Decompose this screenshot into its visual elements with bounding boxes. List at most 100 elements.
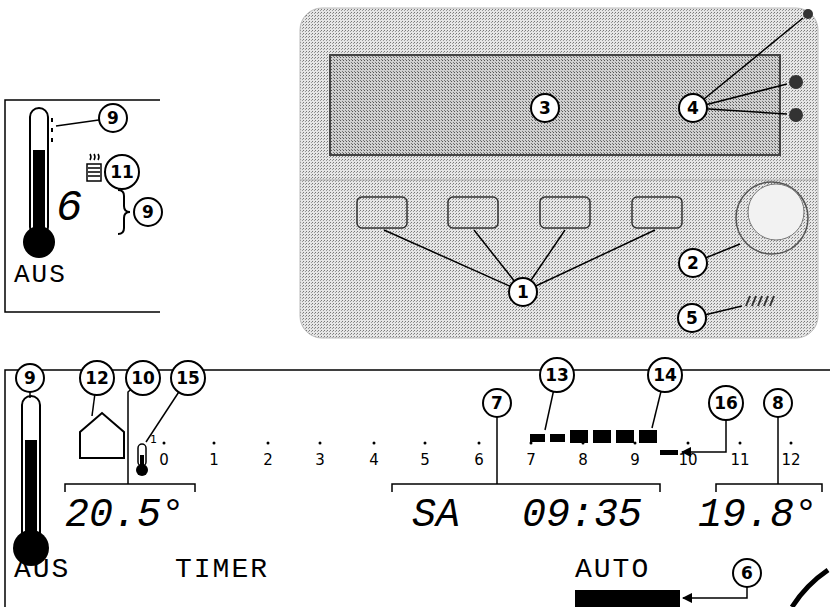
drawing-path <box>90 154 99 160</box>
drawing-rect <box>530 434 545 442</box>
lcd-word: AUTO <box>575 556 650 584</box>
drawing-g <box>357 197 682 228</box>
drawing-g <box>746 296 774 306</box>
drawing-rect <box>540 197 590 228</box>
callout-number: 12 <box>85 370 109 387</box>
callout-circle: 9 <box>133 197 163 227</box>
callout-circle: 13 <box>539 357 575 393</box>
drawing-rect <box>593 430 611 443</box>
drawing-circle <box>748 184 804 240</box>
drawing-rect <box>138 444 146 466</box>
callout-number: 10 <box>131 370 155 387</box>
drawing-path <box>51 118 53 142</box>
drawing-path <box>300 180 818 181</box>
callout-number: 7 <box>491 395 503 412</box>
drawing-rect <box>300 8 818 338</box>
callout-circle: 16 <box>708 385 744 421</box>
callout-number: 2 <box>687 255 699 272</box>
callout-circle: 1 <box>508 277 538 307</box>
drawing-path <box>693 18 803 114</box>
callout-circle: 8 <box>763 388 793 418</box>
thermometer-icon <box>13 396 49 566</box>
hour-scale: 0 <box>159 453 169 468</box>
callout-circle: 11 <box>104 154 140 190</box>
drawing-rect <box>87 164 101 181</box>
hour-dots <box>163 442 793 445</box>
hour-scale: 10 <box>678 453 697 468</box>
hour-scale: 7 <box>526 453 536 468</box>
drawing-circle <box>789 108 803 122</box>
tick-dot <box>739 442 742 445</box>
hour-scale: 6 <box>474 453 484 468</box>
timer-bars <box>530 430 678 455</box>
tick-dot <box>424 442 427 445</box>
drawing-rect <box>616 430 634 443</box>
hour-scale: 2 <box>263 453 273 468</box>
drawing-path <box>746 296 774 306</box>
tick-dot <box>213 442 216 445</box>
callout-circle: 3 <box>530 93 560 123</box>
drawing-circle <box>789 75 803 89</box>
callout-circle: 15 <box>170 360 206 396</box>
callout-circle: 14 <box>647 357 683 393</box>
lcd-word: AUS <box>14 556 70 584</box>
tick-dot <box>790 442 793 445</box>
lcd-digits: SA <box>412 496 460 536</box>
callout-circle: 5 <box>677 303 707 333</box>
drawing-path <box>716 484 822 492</box>
house-icon <box>80 413 124 458</box>
callout-circle: 12 <box>79 360 115 396</box>
hour-scale: 5 <box>420 453 430 468</box>
callout-number: 11 <box>110 164 134 181</box>
callout-number: 1 <box>517 284 529 301</box>
drawing-rect <box>632 197 682 228</box>
drawing-rect <box>330 55 780 155</box>
callout-circle: 10 <box>125 360 161 396</box>
callout-number: 9 <box>142 204 154 221</box>
tick-dot <box>373 442 376 445</box>
thermometer-icon <box>23 108 55 258</box>
drawing-rect <box>357 197 407 228</box>
callout-circle: 7 <box>482 388 512 418</box>
hour-scale: 12 <box>781 453 800 468</box>
lcd-digits: 09:35 <box>522 496 642 536</box>
drawing-rect <box>639 430 657 443</box>
small-thermometer <box>136 444 148 476</box>
callout-number: 6 <box>741 565 753 582</box>
callout-circle: 9 <box>98 103 128 133</box>
tick-dot <box>478 442 481 445</box>
callout-number: 8 <box>772 395 784 412</box>
hour-scale: 9 <box>630 453 640 468</box>
tick-dot <box>319 442 322 445</box>
lcd-word: TIMER <box>175 556 269 584</box>
lcd-digits: 19.8° <box>698 496 818 536</box>
drawing-rect <box>550 434 565 442</box>
lcd-digits: 20.5° <box>65 496 185 536</box>
drawing-rect <box>448 197 498 228</box>
callout-number: 4 <box>687 100 699 117</box>
tick-dot <box>267 442 270 445</box>
drawing-rect <box>25 440 37 544</box>
callout-number: 14 <box>653 367 677 384</box>
brace <box>118 190 130 234</box>
callout-number: 3 <box>539 100 551 117</box>
hour-scale: 1 <box>150 434 157 445</box>
tick-dot <box>163 442 166 445</box>
drawing-path <box>5 370 830 607</box>
arc <box>792 570 828 607</box>
callout-number: 15 <box>176 370 200 387</box>
drawing-circle <box>136 464 148 476</box>
lcd-word: AUS <box>14 262 67 288</box>
callout-number: 9 <box>107 110 119 127</box>
drawing-rect <box>33 150 45 238</box>
callout-circle: 6 <box>732 558 762 588</box>
callout-number: 13 <box>545 367 569 384</box>
callout-circle: 9 <box>15 363 45 393</box>
thermostat-device <box>300 8 818 338</box>
callout-circle: 4 <box>678 93 708 123</box>
drawing-rect <box>570 430 588 443</box>
hour-scale: 4 <box>369 453 379 468</box>
callout-number: 16 <box>714 395 738 412</box>
lcd-digits: 6 <box>56 186 82 230</box>
